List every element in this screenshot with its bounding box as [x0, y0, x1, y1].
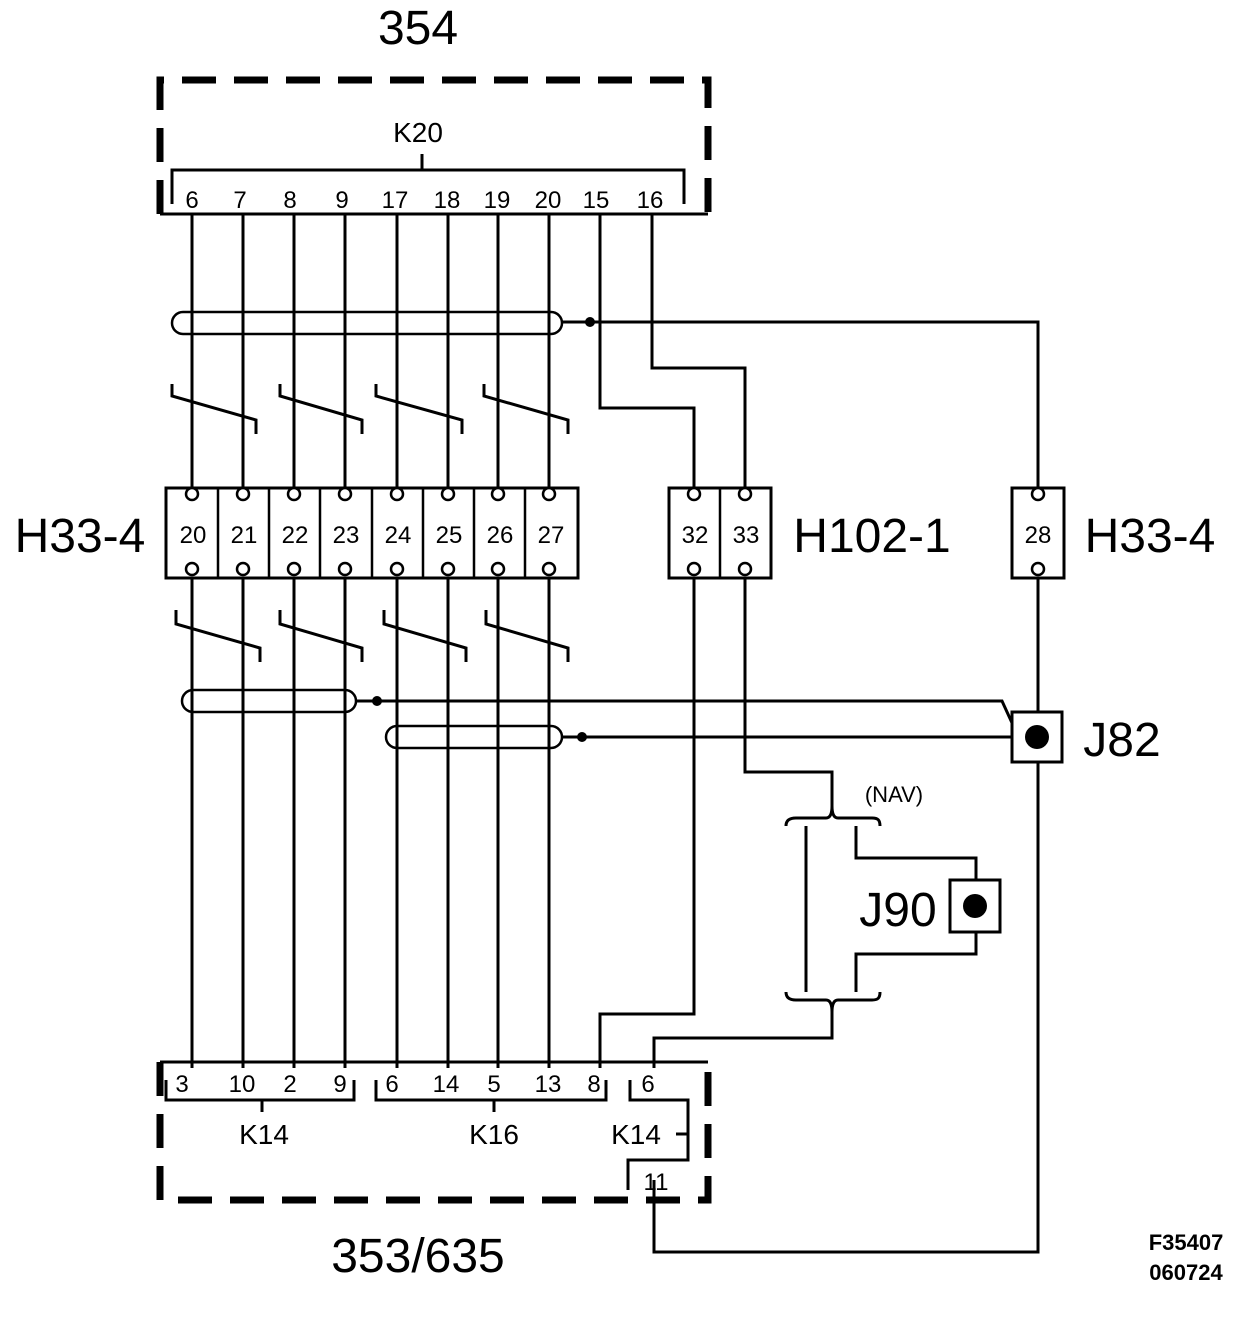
twisted-pairs-bottom — [174, 610, 570, 662]
h33-4-pin: 20 — [180, 522, 207, 549]
h102-1-pin: 32 — [682, 522, 709, 549]
k16-pin: 8 — [587, 1071, 600, 1098]
k14b-pin-top: 6 — [641, 1071, 654, 1098]
h33-4-left-label: H33-4 — [15, 510, 146, 563]
k14-label: K14 — [239, 1119, 289, 1150]
bottom-wires — [190, 578, 1040, 1254]
shield-bottom-1 — [180, 688, 1020, 737]
shield-top — [170, 310, 1040, 492]
top-wires — [190, 214, 747, 492]
k20-pin: 17 — [382, 187, 409, 214]
h33-4-pin: 27 — [538, 522, 565, 549]
ecu-354-label: 354 — [378, 2, 458, 55]
k20-pin: 19 — [484, 187, 511, 214]
j82-junction — [1010, 710, 1064, 764]
h33-4-right-pin: 28 — [1025, 522, 1052, 549]
k14-pin: 10 — [229, 1071, 256, 1098]
k16-pin: 6 — [385, 1071, 398, 1098]
k14b-label: K14 — [611, 1119, 661, 1150]
k14b-pin-bottom: 11 — [644, 1169, 669, 1196]
k20-pin: 7 — [233, 187, 246, 214]
k20-pin: 9 — [335, 187, 348, 214]
nav-brace-top — [784, 805, 882, 827]
h33-4-pin: 22 — [282, 522, 309, 549]
h102-1-label: H102-1 — [793, 510, 950, 563]
k16-pin: 13 — [535, 1071, 562, 1098]
k20-bracket — [170, 154, 686, 204]
ecu-354-outline — [156, 76, 712, 214]
shield-bottom-2 — [384, 724, 1018, 750]
k20-pin: 16 — [637, 187, 664, 214]
h102-1-block: 32 33 — [667, 486, 773, 580]
nav-wires — [652, 826, 978, 1068]
k14-pin-labels: 3 10 2 9 — [175, 1071, 346, 1098]
nav-option-label: (NAV) — [865, 782, 923, 807]
figure-id-line2: 060724 — [1149, 1260, 1223, 1285]
ecu-353-outline — [156, 1062, 712, 1204]
k16-pin-labels: 6 14 5 13 8 — [385, 1071, 600, 1098]
k14-pin: 2 — [283, 1071, 296, 1098]
h102-1-pin: 33 — [733, 522, 760, 549]
h33-4-pin: 26 — [487, 522, 514, 549]
k20-pin: 6 — [185, 187, 198, 214]
figure-id-line1: F35407 — [1149, 1230, 1224, 1255]
h33-4-pin: 25 — [436, 522, 463, 549]
h33-4-pin: 21 — [231, 522, 258, 549]
j90-label: J90 — [859, 884, 936, 937]
k14-pin: 9 — [333, 1071, 346, 1098]
k20-pin: 20 — [535, 187, 562, 214]
k16-pin: 5 — [487, 1071, 500, 1098]
nav-brace-bottom — [784, 991, 882, 1013]
k16-pin: 14 — [433, 1071, 460, 1098]
k20-pin: 8 — [283, 187, 296, 214]
h33-4-pin: 24 — [385, 522, 412, 549]
ecu-353-label: 353/635 — [331, 1230, 505, 1283]
k20-pin: 18 — [434, 187, 461, 214]
bottom-brackets — [164, 1080, 690, 1190]
k16-label: K16 — [469, 1119, 519, 1150]
k20-label: K20 — [393, 117, 443, 148]
h33-4-left-block: 20 21 22 23 24 25 26 27 — [164, 486, 580, 580]
splice-dot — [585, 317, 595, 327]
k20-pin-labels: 6 7 8 9 17 18 19 20 15 16 — [185, 187, 663, 214]
j90-junction — [948, 878, 1002, 934]
k20-pin: 15 — [583, 187, 610, 214]
h33-4-right-label: H33-4 — [1085, 510, 1216, 563]
k14-pin: 3 — [175, 1071, 188, 1098]
h33-4-pin: 23 — [333, 522, 360, 549]
twisted-pairs-top — [170, 384, 570, 434]
h33-4-right-block: 28 — [1010, 486, 1066, 580]
j82-label: J82 — [1083, 714, 1160, 767]
